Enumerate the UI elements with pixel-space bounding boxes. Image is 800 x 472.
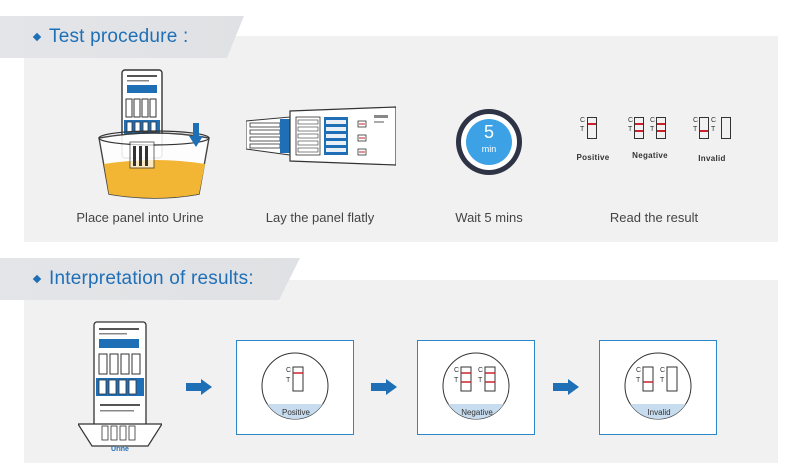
panel-in-cup-illustration [98, 69, 210, 199]
strip-window [721, 117, 731, 139]
result-card-positive: C T Positive [236, 340, 354, 435]
read-result-invalid: C T C T [693, 117, 737, 141]
step-caption-read: Read the result [609, 210, 699, 225]
step-caption-lay: Lay the panel flatly [265, 210, 375, 225]
result-card-negative: C T C T Negative [417, 340, 535, 435]
strip-window [587, 117, 597, 139]
result-circle-icon [261, 352, 328, 419]
read-label-negative: Negative [632, 151, 668, 160]
result-circle-icon [442, 352, 509, 419]
timer-clock: 5 min [453, 106, 525, 178]
result-circle-icon [624, 352, 691, 419]
card-label-invalid: Invalid [647, 408, 671, 417]
strip-window [634, 117, 644, 139]
result-card-invalid: C T C T Invalid [599, 340, 717, 435]
right-arrow-icon [553, 379, 579, 395]
urine-label: Urine [111, 446, 129, 453]
clock-ring-icon [456, 109, 522, 175]
interpretation-title: Interpretation of results: [49, 268, 254, 289]
interpretation-header: Interpretation of results: [0, 258, 300, 300]
timer-unit: min [481, 144, 497, 154]
read-label-positive: Positive [576, 153, 610, 162]
timer-value: 5 [483, 122, 494, 142]
read-result-negative: C T C T [628, 117, 672, 141]
diamond-bullet-icon [32, 32, 42, 42]
card-label-positive: Positive [281, 408, 310, 417]
step-caption-place: Place panel into Urine [76, 210, 204, 225]
strip-window [699, 117, 709, 139]
step-caption-wait: Wait 5 mins [455, 210, 523, 225]
diamond-bullet-icon [32, 274, 42, 284]
strip-window [656, 117, 666, 139]
card-label-negative: Negative [461, 408, 493, 417]
procedure-title: Test procedure : [49, 26, 189, 47]
panel-in-urine-illustration [78, 321, 162, 447]
right-arrow-icon [186, 379, 212, 395]
right-arrow-icon [371, 379, 397, 395]
read-result-positive: C T [580, 117, 610, 141]
down-arrow-icon [189, 123, 203, 147]
read-label-invalid: Invalid [698, 154, 726, 163]
flat-panel-illustration [246, 106, 396, 166]
procedure-header: Test procedure : [0, 16, 244, 58]
